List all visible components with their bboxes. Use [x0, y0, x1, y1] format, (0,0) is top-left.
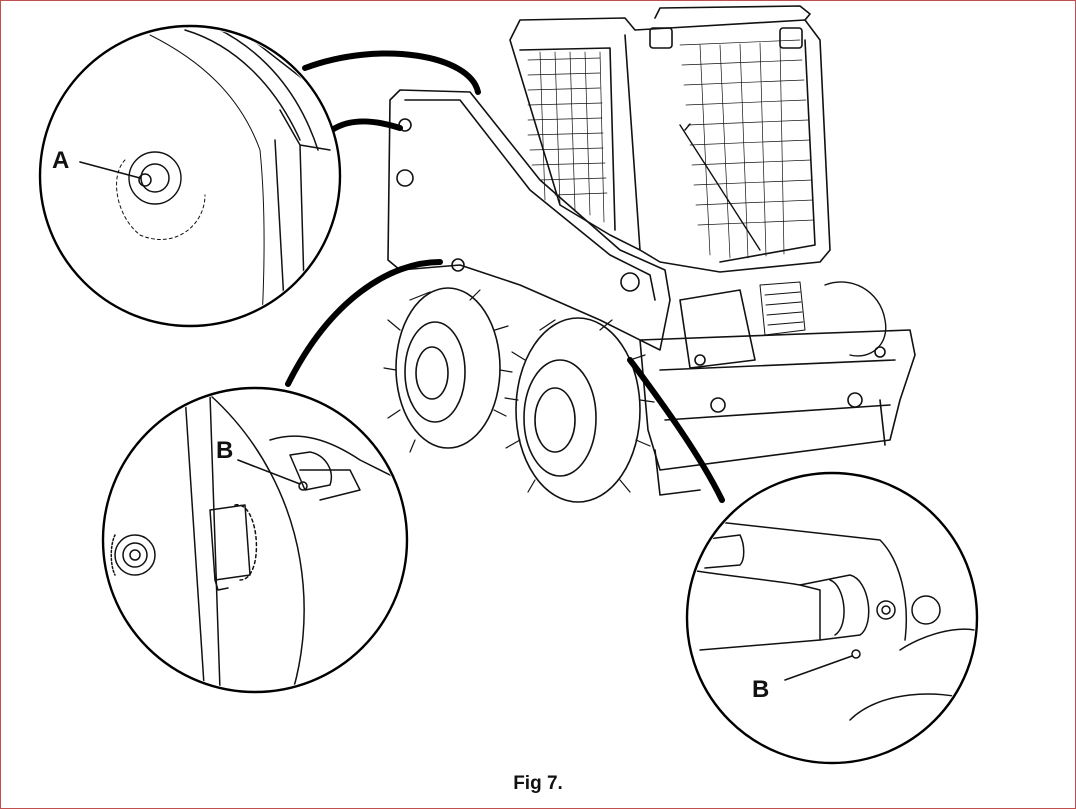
cab-mesh — [527, 39, 815, 259]
lift-arm — [387, 89, 671, 351]
callout-a: A — [52, 147, 69, 174]
leader-bands — [285, 50, 725, 503]
callout-a-leader — [79, 161, 141, 179]
callout-b-right-leader — [784, 655, 853, 681]
callout-b-left-leader — [237, 459, 301, 485]
detail-circle-b-left — [101, 386, 409, 694]
detail-circle-a — [38, 24, 342, 328]
headlight-left — [649, 27, 673, 49]
cylinder-rod-right — [799, 574, 870, 641]
pivot-hub-left — [114, 534, 156, 576]
grease-fitting-a — [128, 151, 182, 205]
cab-cage — [509, 17, 831, 273]
skid-steer-loader — [383, 5, 916, 503]
grease-fitting-b-left — [298, 481, 308, 491]
figure-caption: Fig 7. — [513, 773, 563, 794]
rear-wheel — [383, 287, 513, 453]
callout-b-right: B — [752, 676, 769, 703]
headlight-right — [779, 27, 803, 49]
callout-b-left: B — [216, 437, 233, 464]
front-wheel — [504, 317, 655, 503]
grease-fitting-b-right — [851, 649, 861, 659]
attachment-plate — [639, 329, 916, 471]
detail-circle-b-right — [685, 471, 979, 765]
